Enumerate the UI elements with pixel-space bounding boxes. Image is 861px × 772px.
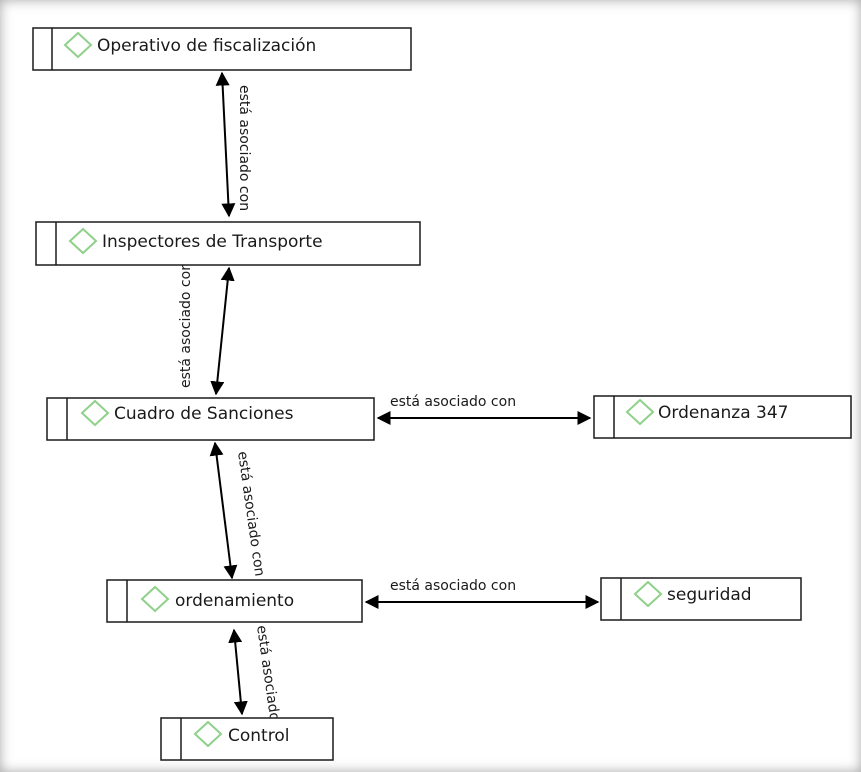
node-label: Operativo de fiscalización [97,36,316,56]
node-label: Ordenanza 347 [658,403,788,423]
node-label: seguridad [667,585,752,605]
edge-inspectores-cuadro [210,266,235,396]
node-label: ordenamiento [175,591,294,611]
edge-label-ordenamiento-seguridad: está asociado con [390,578,516,594]
edge-cuadro-ordenamiento [209,441,238,580]
concept-icon [140,585,170,613]
concept-icon [80,399,110,427]
node-seguridad[interactable]: seguridad [600,577,802,621]
concept-icon [63,31,93,59]
edge-label-operativo-inspectores: está asociado con [236,85,252,211]
nodes: Operativo de fiscalización Inspectores d… [32,27,852,761]
node-cuadro[interactable]: Cuadro de Sanciones [46,397,375,441]
node-control[interactable]: Control [160,717,334,761]
node-inspectores[interactable]: Inspectores de Transporte [35,221,421,266]
node-ordenamiento[interactable]: ordenamiento [106,579,363,623]
node-label: Inspectores de Transporte [102,232,323,252]
edge-operativo-inspectores [215,71,236,218]
edge-ordenamiento-control [228,628,248,716]
edge-label-inspectores-cuadro: está asociado con [178,262,194,388]
concept-icon [193,720,223,748]
edge-label-cuadro-ordenanza: está asociado con [390,394,516,410]
node-ordenanza[interactable]: Ordenanza 347 [593,395,852,439]
edge-label-cuadro-ordenamiento: está asociado con [234,450,267,577]
concept-icon [68,227,98,255]
node-label: Control [228,726,289,746]
node-operativo[interactable]: Operativo de fiscalización [32,27,412,71]
concept-icon [633,580,663,608]
node-label: Cuadro de Sanciones [114,404,294,424]
concept-icon [625,398,655,426]
